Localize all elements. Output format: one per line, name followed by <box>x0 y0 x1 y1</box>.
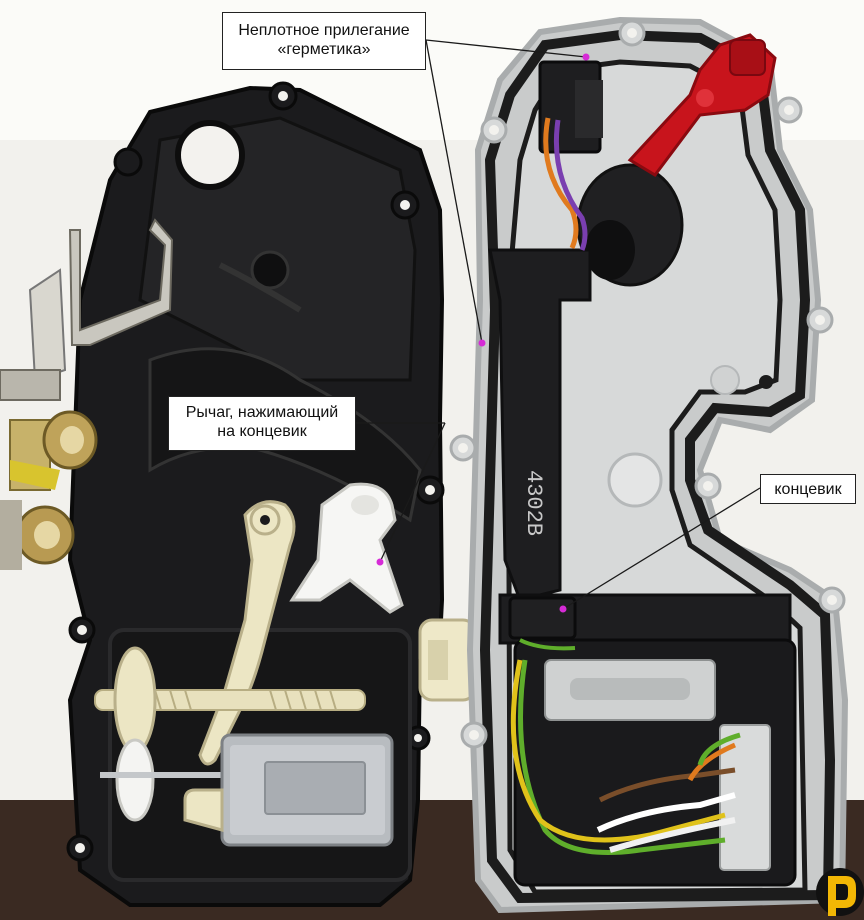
callout-seal-leak: Неплотное прилегание «герметика» <box>222 12 426 70</box>
marker-dot <box>559 605 567 613</box>
callout-limit-switch: концевик <box>760 474 856 504</box>
red-knob <box>627 33 777 177</box>
wire-orange <box>543 117 579 250</box>
white-gear <box>115 738 155 822</box>
wire-purple <box>553 119 588 251</box>
wire-white <box>596 792 736 833</box>
wire-brown <box>598 767 736 803</box>
marker-dot <box>376 558 384 566</box>
limit-switch <box>508 596 577 640</box>
part-marking: 4302B <box>521 470 546 536</box>
motor-connector <box>418 618 477 702</box>
gear-wheel <box>113 646 157 754</box>
callout-switch-label: концевик <box>774 481 842 498</box>
connector-compartment <box>508 596 797 887</box>
wire-green <box>518 659 726 855</box>
callout-lever-line1: Рычаг, нажимающий <box>185 404 339 421</box>
housing-hole <box>175 120 245 190</box>
callout-seal-line2: «герметика» <box>277 41 371 58</box>
callout-lever-line2: на концевик <box>217 423 307 440</box>
wire-yellow <box>510 659 726 843</box>
callout-seal-line1: Неплотное прилегание <box>238 22 410 39</box>
callout-markers <box>376 53 590 613</box>
callout-leaders <box>356 39 761 610</box>
marker-dot <box>478 339 486 347</box>
marker-dot <box>582 53 590 61</box>
wire-white <box>609 817 736 853</box>
electric-motor <box>183 733 394 847</box>
worm-gear <box>94 646 366 822</box>
brand-logo-icon <box>816 868 864 916</box>
callout-lever: Рычаг, нажимающий на концевик <box>168 396 356 451</box>
top-microswitch <box>538 60 603 251</box>
white-pusher <box>289 482 404 614</box>
metal-latch <box>0 218 174 570</box>
